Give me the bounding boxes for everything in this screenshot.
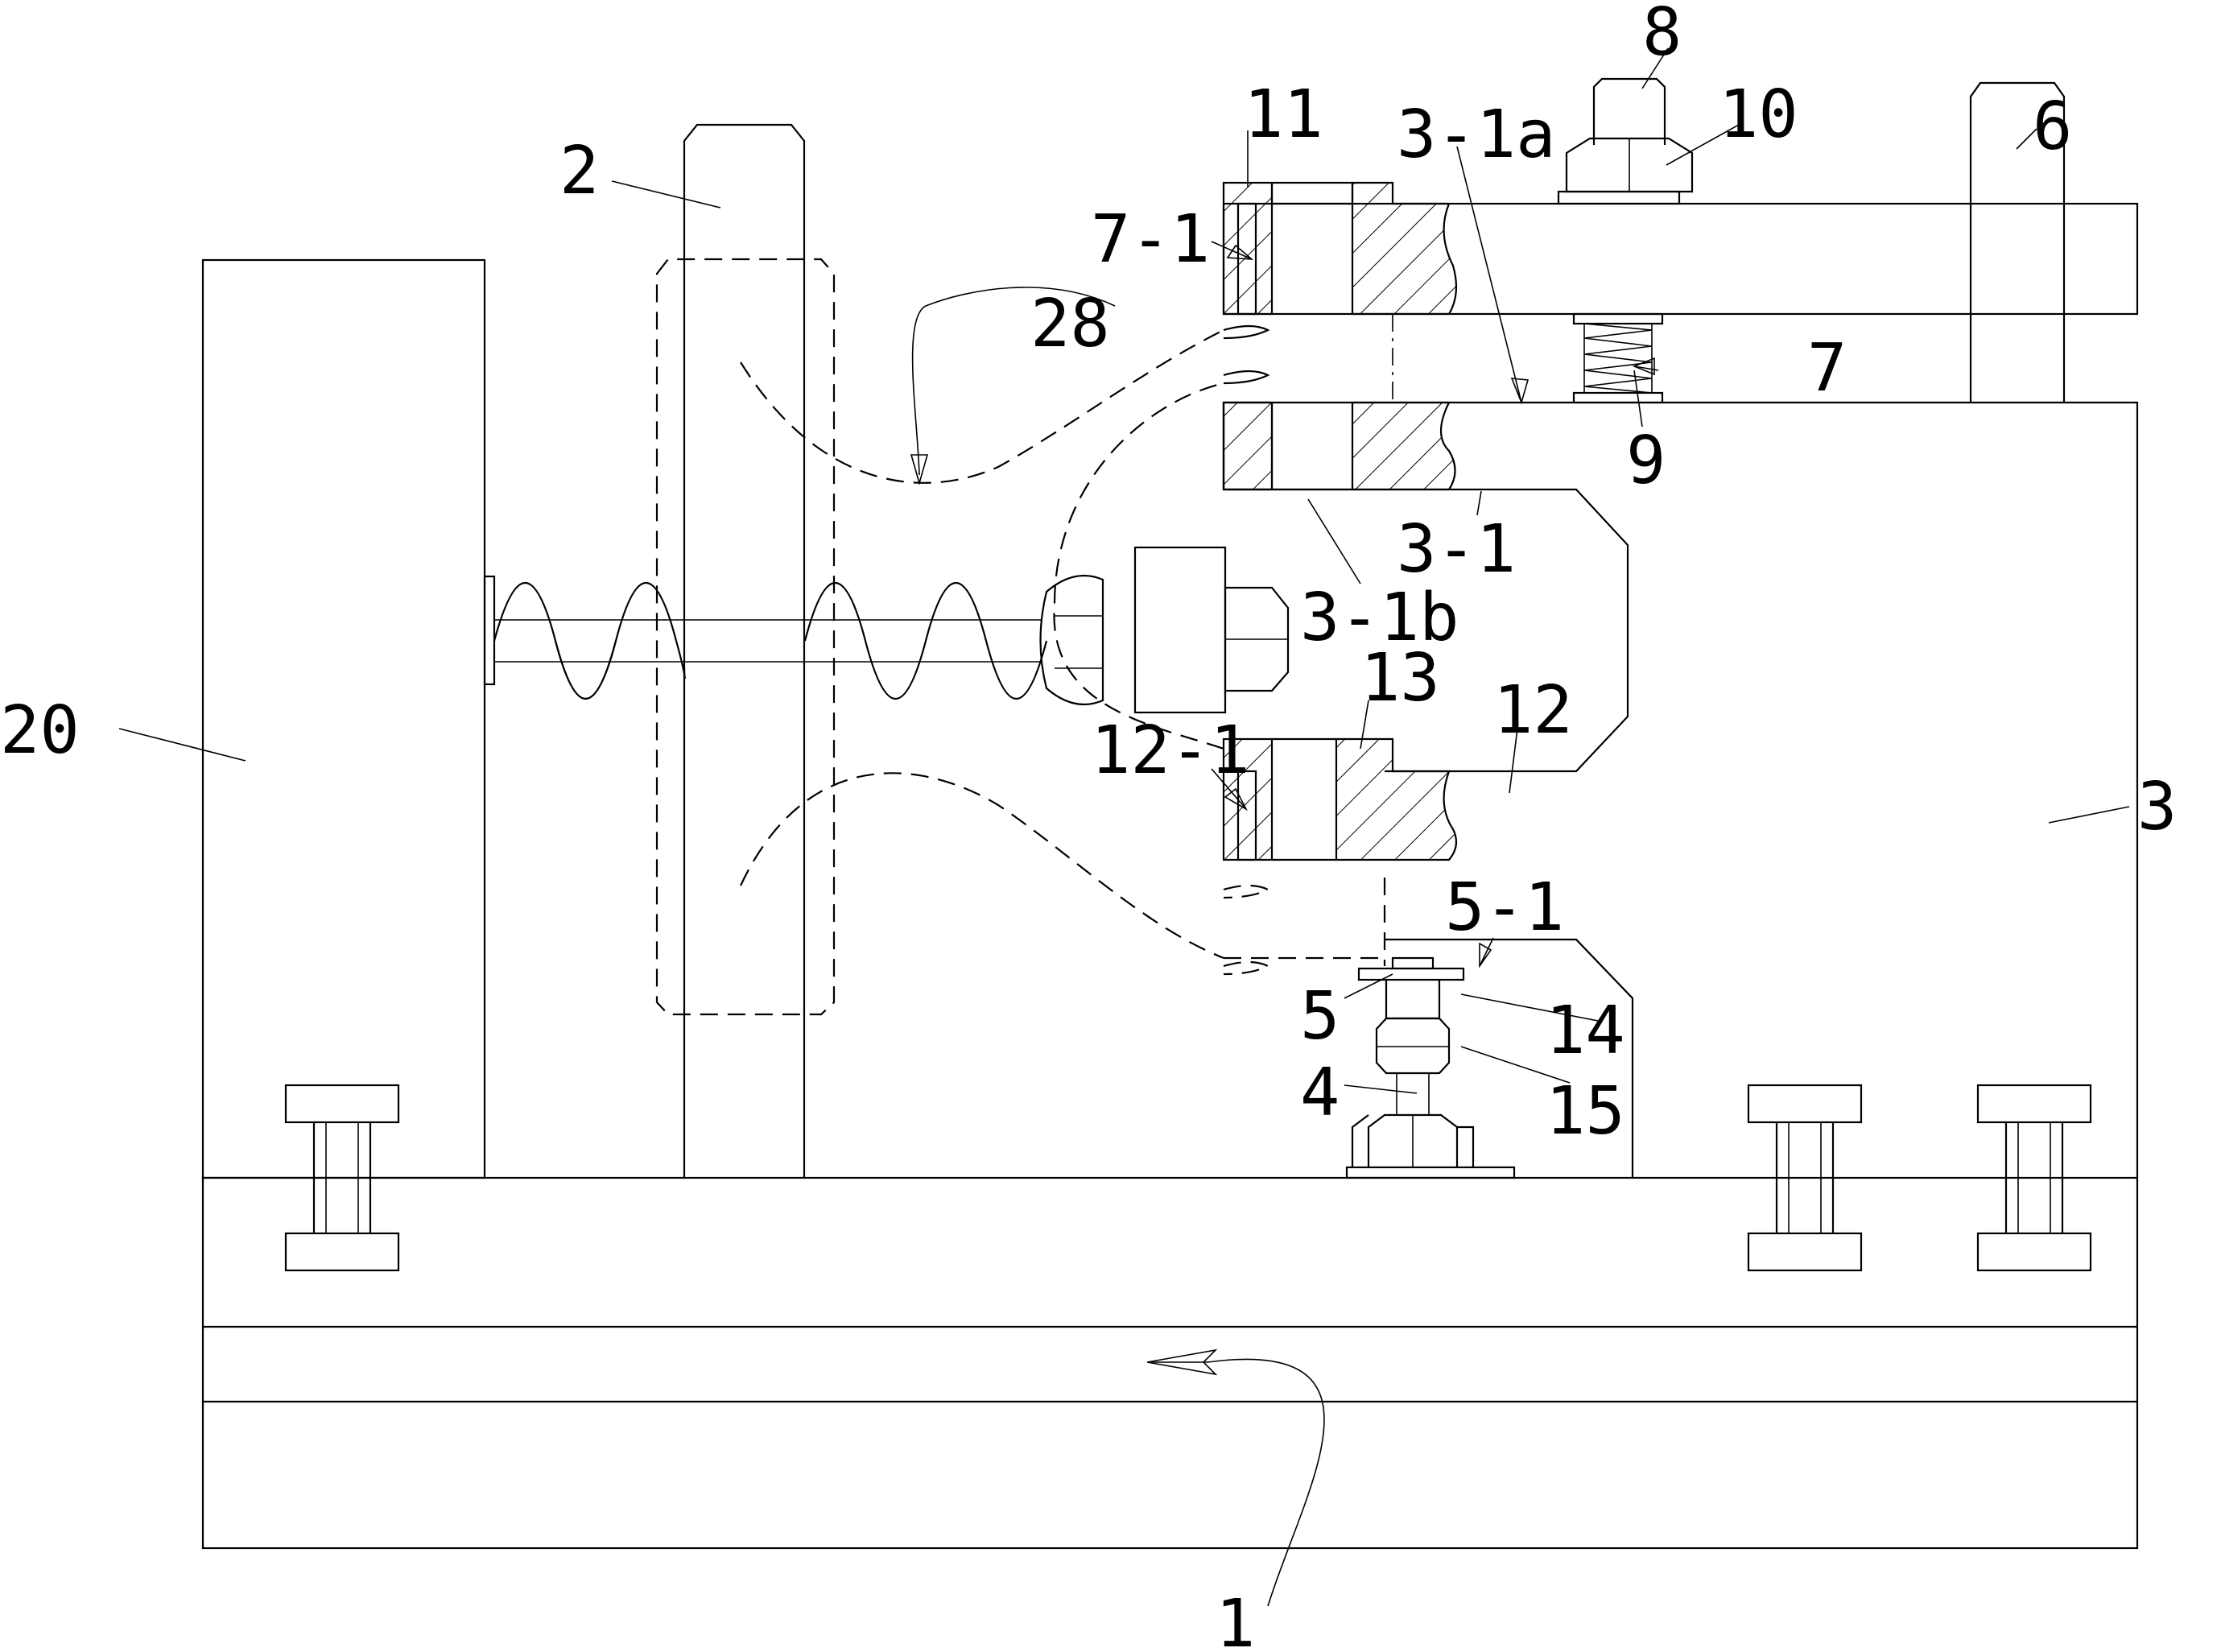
label-3-1a: 3-1a: [1397, 97, 1555, 173]
label-3: 3: [2137, 769, 2177, 845]
label-15: 15: [1546, 1073, 1625, 1150]
label-12: 12: [1493, 672, 1573, 749]
label-1: 1: [1216, 1586, 1255, 1652]
label-12-1: 12-1: [1091, 712, 1249, 789]
clamp-right-2: [1976, 1084, 2092, 1272]
label-3-1: 3-1: [1397, 511, 1516, 588]
clamp-left: [284, 1084, 400, 1272]
label-5-1: 5-1: [1445, 869, 1564, 946]
frame-3: [1222, 401, 2139, 1178]
label-6: 6: [2033, 89, 2072, 165]
label-5: 5: [1300, 978, 1340, 1055]
horizontal-spring: [483, 546, 1290, 714]
label-9: 9: [1626, 423, 1666, 499]
label-4: 4: [1300, 1055, 1340, 1131]
label-7-1: 7-1: [1091, 201, 1210, 278]
label-7: 7: [1807, 330, 1847, 407]
arm-7: [1222, 181, 2139, 403]
pin-6: [1969, 81, 2066, 403]
leader-lines: [118, 47, 2130, 1607]
label-11: 11: [1244, 76, 1323, 153]
label-13: 13: [1360, 640, 1440, 717]
post-2: [655, 123, 836, 1178]
label-2: 2: [559, 133, 599, 209]
upper-jaw-3-1: [1222, 401, 1456, 491]
label-3-1b: 3-1b: [1300, 580, 1459, 656]
label-8: 8: [1642, 0, 1682, 71]
base-plate: [201, 1176, 2139, 1550]
lower-jaw-12: [1222, 737, 1458, 861]
dashed-arcs: [740, 329, 1386, 976]
label-14: 14: [1546, 993, 1625, 1069]
label-10: 10: [1719, 76, 1798, 153]
stud-assembly: [1345, 956, 1516, 1179]
label-20: 20: [0, 692, 80, 769]
bolt-8: [1557, 77, 1694, 205]
spring-9: [1572, 312, 1664, 404]
block-20: [201, 258, 486, 1179]
label-28: 28: [1030, 286, 1110, 362]
clamp-right-1: [1747, 1084, 1863, 1272]
